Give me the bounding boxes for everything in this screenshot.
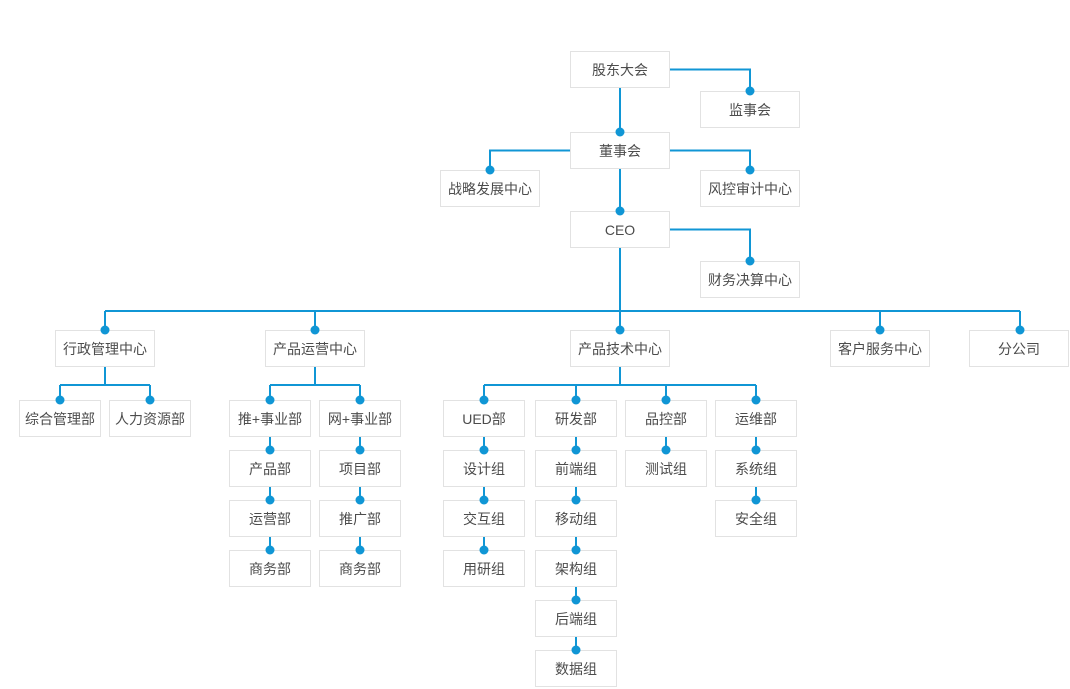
node-project-dept[interactable]: 项目部	[319, 450, 401, 487]
node-architecture-group[interactable]: 架构组	[535, 550, 617, 587]
node-board-of-directors[interactable]: 董事会	[570, 132, 670, 169]
node-backend-group[interactable]: 后端组	[535, 600, 617, 637]
node-financial-settlement-center[interactable]: 财务决算中心	[700, 261, 800, 298]
node-shareholders-meeting[interactable]: 股东大会	[570, 51, 670, 88]
node-security-group[interactable]: 安全组	[715, 500, 797, 537]
node-user-research-group[interactable]: 用研组	[443, 550, 525, 587]
node-frontend-group[interactable]: 前端组	[535, 450, 617, 487]
node-promotion-dept[interactable]: 推广部	[319, 500, 401, 537]
node-hr-dept[interactable]: 人力资源部	[109, 400, 191, 437]
node-customer-service-center[interactable]: 客户服务中心	[830, 330, 930, 367]
node-product-operations-center[interactable]: 产品运营中心	[265, 330, 365, 367]
node-ops-maintenance-dept[interactable]: 运维部	[715, 400, 797, 437]
node-wang-business-division[interactable]: 网+事业部	[319, 400, 401, 437]
node-branch-company[interactable]: 分公司	[969, 330, 1069, 367]
node-ceo[interactable]: CEO	[570, 211, 670, 248]
node-supervisory-board[interactable]: 监事会	[700, 91, 800, 128]
node-product-dept[interactable]: 产品部	[229, 450, 311, 487]
node-strategy-development-center[interactable]: 战略发展中心	[440, 170, 540, 207]
node-business-dept-2[interactable]: 商务部	[319, 550, 401, 587]
node-product-technology-center[interactable]: 产品技术中心	[570, 330, 670, 367]
node-risk-audit-center[interactable]: 风控审计中心	[700, 170, 800, 207]
node-testing-group[interactable]: 测试组	[625, 450, 707, 487]
node-data-group[interactable]: 数据组	[535, 650, 617, 687]
node-system-group[interactable]: 系统组	[715, 450, 797, 487]
node-quality-control-dept[interactable]: 品控部	[625, 400, 707, 437]
node-business-dept-1[interactable]: 商务部	[229, 550, 311, 587]
node-general-management-dept[interactable]: 综合管理部	[19, 400, 101, 437]
node-rnd-dept[interactable]: 研发部	[535, 400, 617, 437]
node-mobile-group[interactable]: 移动组	[535, 500, 617, 537]
node-interaction-group[interactable]: 交互组	[443, 500, 525, 537]
node-ued-dept[interactable]: UED部	[443, 400, 525, 437]
node-design-group[interactable]: 设计组	[443, 450, 525, 487]
node-operations-dept[interactable]: 运营部	[229, 500, 311, 537]
node-tui-business-division[interactable]: 推+事业部	[229, 400, 311, 437]
node-admin-management-center[interactable]: 行政管理中心	[55, 330, 155, 367]
